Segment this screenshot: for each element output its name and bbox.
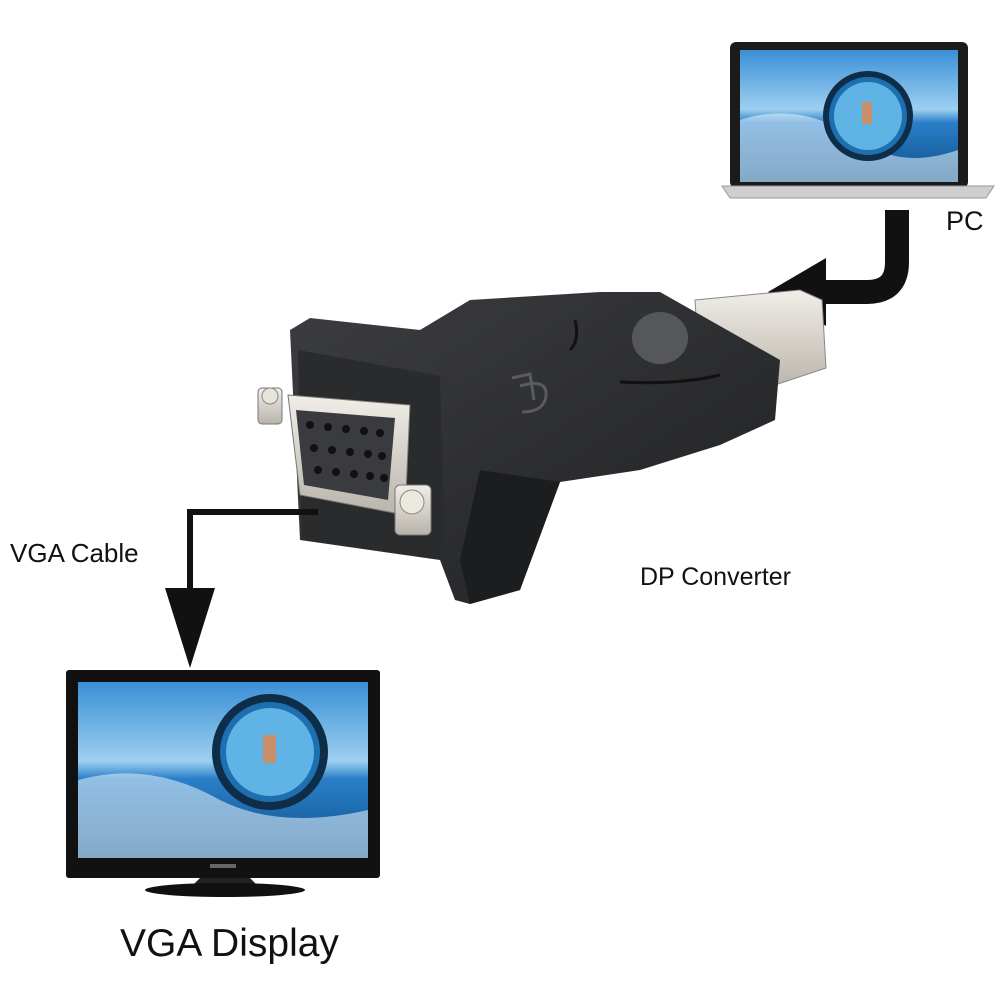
pc-label: PC <box>946 206 984 236</box>
dp-to-vga-adapter <box>257 289 827 604</box>
vga-monitor <box>66 670 380 897</box>
converter-to-display-arrow <box>165 509 318 668</box>
laptop-pc <box>721 42 995 199</box>
dp-converter-label: DP Converter <box>640 563 791 591</box>
vga-cable-label: VGA Cable <box>10 538 139 568</box>
displayport-logo-icon <box>511 372 548 414</box>
vga-display-label: VGA Display <box>120 922 339 965</box>
